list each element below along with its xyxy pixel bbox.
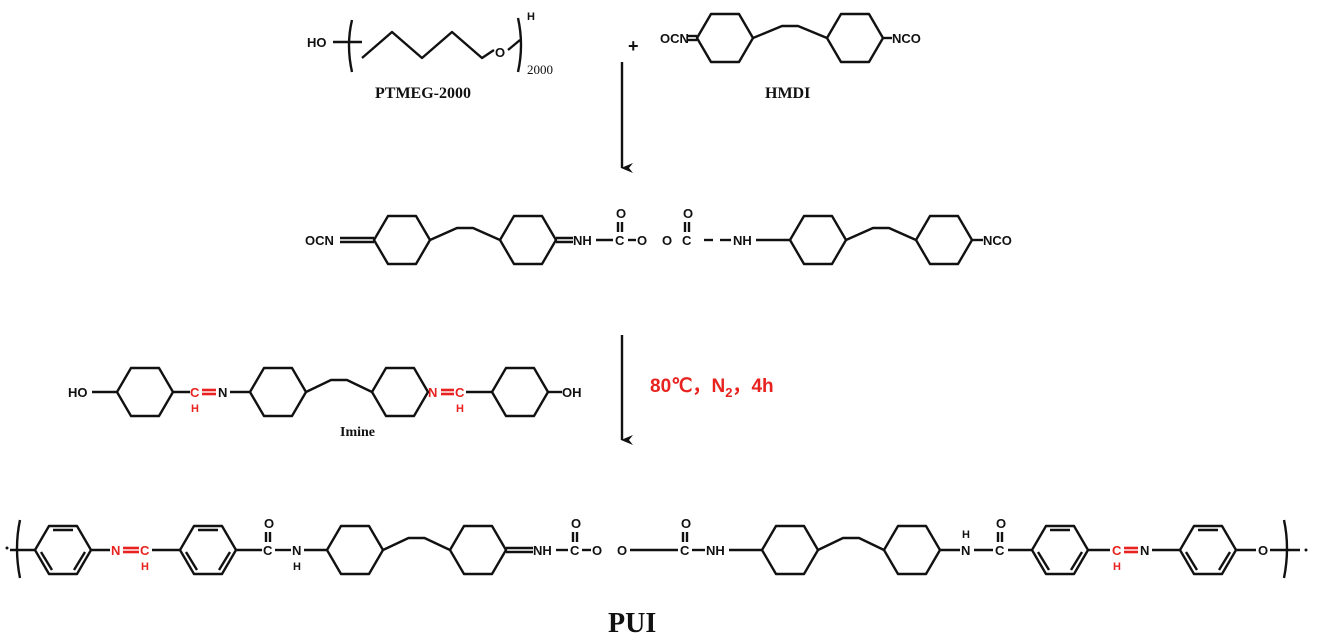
plus-sign: + (628, 36, 639, 56)
pui-n-1: N (111, 543, 120, 558)
ptmeg-chain (361, 30, 495, 60)
urethane-nh-2: NH (733, 233, 752, 248)
pui-amide-o-2: O (996, 516, 1006, 531)
imine-ring-3 (370, 366, 430, 418)
pui-urethane-o-2: O (617, 543, 627, 558)
prepolymer-right-group: NCO (983, 233, 1012, 248)
aromatic-double-bond (1184, 551, 1199, 571)
hmdi-ring-2 (825, 12, 885, 64)
bracket-right (1282, 519, 1289, 579)
imine-ring-4 (490, 366, 550, 418)
bracket-right (516, 17, 523, 73)
ptmeg-h: H (527, 11, 535, 23)
imine-ring-1 (115, 366, 175, 418)
imine-ho: HO (68, 385, 88, 400)
ptmeg-o: O (495, 45, 505, 60)
aromatic-double-bond (1217, 551, 1232, 571)
ptmeg-label: PTMEG-2000 (375, 85, 471, 102)
aromatic-double-bond (184, 551, 199, 571)
aromatic-double-bond (39, 551, 54, 571)
imine-ring-2 (248, 366, 308, 418)
pui-benzene-8 (1178, 524, 1238, 576)
hmdi-ring-1 (695, 12, 755, 64)
methylene-bridge (845, 226, 917, 242)
urethane-c-2: C (682, 233, 692, 248)
prepolymer-ring-1 (372, 214, 432, 266)
imine-c-2: C (455, 385, 465, 400)
ptmeg-ho: HO (307, 35, 327, 50)
reaction-conditions: 80℃，N2，4h (650, 376, 774, 400)
pui-amide-n-2: N (961, 543, 970, 558)
imine-n-2: N (428, 385, 437, 400)
pui-ring-4 (448, 524, 508, 576)
pui-urethane-o-1: O (592, 543, 602, 558)
aromatic-double-bond (72, 551, 87, 571)
pui-ring-6 (882, 524, 942, 576)
chain-end-dot-left (5, 546, 9, 550)
pui-benzene-1 (33, 524, 93, 576)
pui-urethane-c-1: C (570, 543, 580, 558)
pui-h-2: H (1113, 561, 1121, 573)
imine-h-1: H (191, 403, 199, 415)
pui-urethane-nh-2: NH (706, 543, 725, 558)
imine-label: Imine (340, 425, 375, 440)
urethane-c-1: C (615, 233, 625, 248)
pui-amide-c-1: C (263, 543, 273, 558)
pui-carbonyl-o-2: O (681, 516, 691, 531)
pui-c-1: C (140, 543, 150, 558)
prepolymer-ring-2 (498, 214, 558, 266)
prepolymer-ring-3 (788, 214, 848, 266)
pui-ring-3 (325, 524, 385, 576)
imine-h-2: H (456, 403, 464, 415)
pui-amide-h-2: H (962, 529, 970, 541)
aromatic-double-bond (1036, 551, 1051, 571)
pui-h-1: H (141, 561, 149, 573)
chain-end-dot-right (1304, 548, 1308, 552)
bonds-layer (5, 12, 1308, 579)
imine-c-1: C (190, 385, 200, 400)
pui-amide-h-1: H (293, 561, 301, 573)
urethane-o-2: O (662, 233, 672, 248)
conditions-subscript: 2 (725, 385, 732, 400)
pui-c-2: C (1112, 543, 1122, 558)
methylene-bridge (305, 378, 373, 394)
pui-urethane-c-2: C (680, 543, 690, 558)
ptmeg-repeat-count: 2000 (527, 62, 553, 77)
methylene-bridge (752, 24, 828, 40)
urethane-nh-1: NH (573, 233, 592, 248)
pui-n-2: N (1140, 543, 1149, 558)
imine-oh: OH (562, 385, 582, 400)
pui-carbonyl-o-1: O (571, 516, 581, 531)
bracket-left (15, 519, 22, 579)
aromatic-double-bond (1069, 551, 1084, 571)
urethane-o-1: O (637, 233, 647, 248)
pui-amide-o-1: O (264, 516, 274, 531)
hmdi-left-group: OCN (660, 31, 689, 46)
pui-benzene-7 (1030, 524, 1090, 576)
pui-amide-n-1: N (292, 543, 301, 558)
hmdi-right-group: NCO (892, 31, 921, 46)
methylene-bridge (817, 536, 885, 552)
ptmeg-chain (507, 39, 521, 51)
bracket-left (347, 19, 354, 73)
conditions-temp: 80℃，N (650, 376, 725, 397)
imine-n-1: N (218, 385, 227, 400)
pui-amide-c-2: C (995, 543, 1005, 558)
carbonyl-o-2: O (683, 206, 693, 221)
methylene-bridge (382, 536, 451, 552)
aromatic-double-bond (217, 551, 232, 571)
carbonyl-o-1: O (616, 206, 626, 221)
conditions-time: ，4h (732, 376, 773, 397)
methylene-bridge (429, 226, 501, 242)
pui-label: PUI (608, 608, 656, 639)
pui-ether-o: O (1258, 543, 1268, 558)
pui-urethane-nh-1: NH (533, 543, 552, 558)
pui-ring-5 (760, 524, 820, 576)
prepolymer-left-group: OCN (305, 233, 334, 248)
hmdi-label: HMDI (765, 85, 810, 102)
pui-benzene-2 (178, 524, 238, 576)
prepolymer-ring-4 (914, 214, 974, 266)
